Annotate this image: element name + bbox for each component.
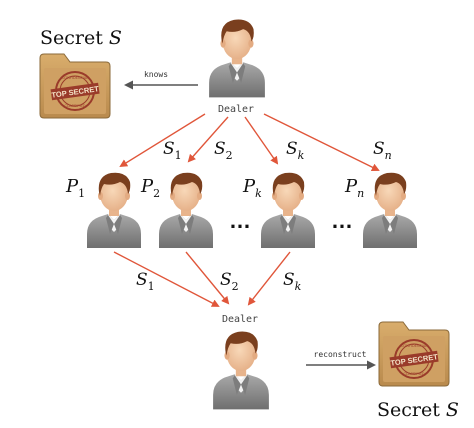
return-arrow-k [247,251,291,306]
share-label-in-k: Sk [283,270,302,293]
reconstruction-arrows [113,251,291,307]
share-arrow-1 [119,113,206,168]
ellipsis-right: … [331,208,353,233]
dealer-top-avatar [209,19,265,98]
top-secret-folder-icon: TOP SECRET CONFIDENTIAL CLASSIFIED [39,53,111,119]
secret-label-bottom: Secret S [377,399,459,421]
secret-label-top: Secret S [40,27,122,49]
svg-text:CLASSIFIED: CLASSIFIED [404,372,425,376]
dealer-top-label: Dealer [218,104,254,115]
share-label-out-k: Sk [286,139,305,162]
participant-k-avatar [261,172,315,248]
share-arrow-n [263,113,380,171]
share-label-out-1: S1 [163,139,182,162]
share-arrow-k [244,116,279,165]
participant-1-avatar [87,172,141,248]
dealer-bottom-avatar [213,331,269,410]
dealer-bottom-label: Dealer [222,314,258,325]
return-arrow-1 [113,251,220,307]
participant-label-n: Pn [344,176,364,200]
top-secret-folder-icon-bottom: TOP SECRET CONFIDENTIAL CLASSIFIED [378,321,450,387]
participant-label-2: P2 [140,176,160,200]
share-arrow-2 [187,116,229,163]
svg-text:CONFIDENTIAL: CONFIDENTIAL [401,344,427,348]
share-label-in-2: S2 [220,270,239,293]
knows-label: knows [144,70,168,79]
svg-text:CLASSIFIED: CLASSIFIED [65,104,86,108]
ellipsis-left: … [229,208,251,233]
share-label-in-1: S1 [136,270,155,293]
share-label-out-n: Sn [373,139,392,162]
reconstruct-label: reconstruct [314,350,367,359]
distribution-arrows [119,113,380,171]
share-label-out-2: S2 [214,139,233,162]
participant-label-1: P1 [65,176,85,200]
svg-text:CONFIDENTIAL: CONFIDENTIAL [62,76,88,80]
return-arrow-2 [185,251,230,305]
participant-label-k: Pk [242,176,262,200]
participant-n-avatar [363,172,417,248]
participant-2-avatar [159,172,213,248]
